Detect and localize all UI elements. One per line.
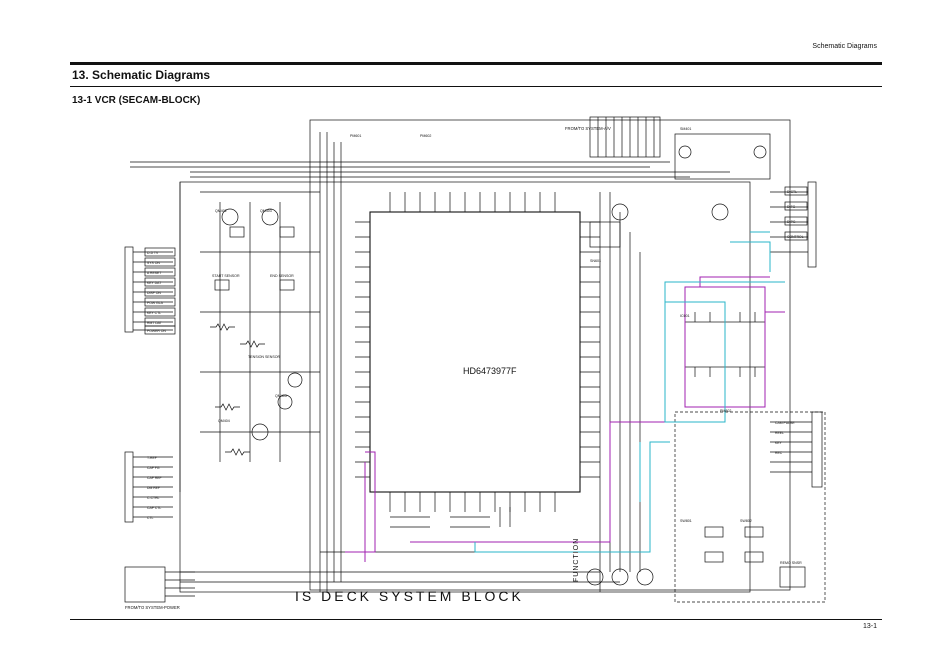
svg-text:END SENSOR: END SENSOR xyxy=(270,274,294,278)
page-number: 13-1 xyxy=(862,623,877,630)
pin-label: RMT DAT xyxy=(147,321,162,325)
pin-label: KEY DAT xyxy=(147,281,161,285)
svg-text:QM405: QM405 xyxy=(275,394,287,398)
svg-text:IC601: IC601 xyxy=(680,314,690,318)
svg-text:PM802: PM802 xyxy=(720,409,731,413)
svg-text:PM601: PM601 xyxy=(350,134,361,138)
pin-label: D-PG xyxy=(787,220,796,224)
pin-label: REC xyxy=(775,451,783,455)
svg-text:QM403: QM403 xyxy=(260,209,272,213)
connector-pin-labels: D-D TV SYS ON A RESET KEY DAT DISP ON PO… xyxy=(147,190,804,520)
footer-rule xyxy=(70,619,882,620)
pin-label: DISP ON xyxy=(147,291,161,295)
pin-label: POW GLA xyxy=(147,301,164,305)
pin-label: D-CTL xyxy=(787,190,797,194)
svg-text:QM402: QM402 xyxy=(215,209,227,213)
chapter-title: 13. Schematic Diagrams xyxy=(72,68,211,82)
svg-text:SW801: SW801 xyxy=(680,519,692,523)
pin-label: POWER ON xyxy=(147,329,166,333)
component-labels: QM402 QM403 START SENSOR END SENSOR TENSIO… xyxy=(212,127,802,565)
pin-label: CTL xyxy=(147,516,154,520)
header-rule-thick xyxy=(70,62,882,65)
connector-title-power: FROM/TO SYSTEM-POWER xyxy=(125,605,180,610)
pin-label: A RESET xyxy=(147,271,161,275)
pin-label: CAP CTL xyxy=(147,506,161,510)
main-ic-part-number: HD6473977F xyxy=(463,366,517,376)
pin-label: CAM PULSE xyxy=(775,421,795,425)
pin-label: CAP REF xyxy=(147,476,162,480)
section-header: Schematic Diagrams xyxy=(812,43,877,50)
pin-label: CAP FG xyxy=(147,466,160,470)
pin-label: SYS ON xyxy=(147,261,160,265)
svg-text:SN601: SN601 xyxy=(590,259,601,263)
sub-title: 13-1 VCR (SECAM-BLOCK) xyxy=(72,95,201,106)
svg-text:TENSION SENSOR: TENSION SENSOR xyxy=(248,355,281,359)
schematic-wiring xyxy=(124,116,826,603)
connector-title-av: FROM/TO SYSTEM-A/V xyxy=(565,126,611,131)
pin-label: D-D TV xyxy=(147,251,159,255)
pin-label: D-FG xyxy=(787,205,796,209)
pin-label: T-REF xyxy=(147,456,157,460)
pin-label: REEL xyxy=(775,431,784,435)
block-title: IS DECK SYSTEM BLOCK xyxy=(295,588,524,604)
svg-text:START SENSOR: START SENSOR xyxy=(212,274,240,278)
pin-label: DM REF xyxy=(147,486,160,490)
pin-label: KEY xyxy=(775,441,783,445)
svg-text:PM602: PM602 xyxy=(420,134,431,138)
svg-text:QM404: QM404 xyxy=(218,419,230,423)
schematic-diagram: QM402 QM403 START SENSOR END SENSOR TENSIO… xyxy=(124,116,826,610)
pin-label: KEY CTL xyxy=(147,311,161,315)
pin-label: C-CTRL xyxy=(147,496,160,500)
svg-text:SW802: SW802 xyxy=(740,519,752,523)
function-label: FUNCTION xyxy=(573,538,580,582)
highlighted-nets xyxy=(345,231,785,562)
svg-text:REMO SNSR: REMO SNSR xyxy=(780,561,802,565)
header-rule-thin xyxy=(70,86,882,87)
pin-label: CONTROL xyxy=(787,235,804,239)
svg-text:SM401: SM401 xyxy=(680,127,691,131)
